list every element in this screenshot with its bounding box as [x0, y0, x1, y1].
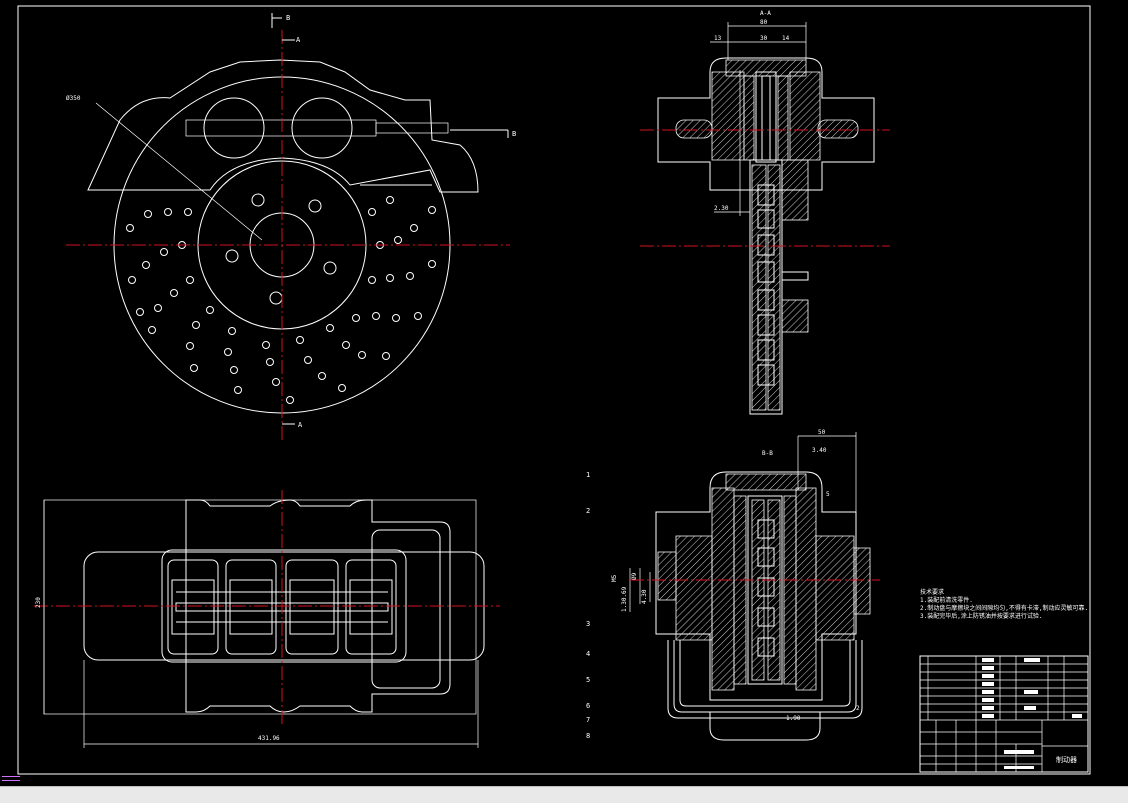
- dimension-2-30: 2.30: [714, 205, 729, 212]
- dimension-width: 431.96: [258, 735, 280, 742]
- notes-heading: 技术要求: [920, 588, 944, 596]
- balloon-6: 6: [586, 702, 590, 710]
- balloon-2: 2: [586, 507, 590, 515]
- balloon-8: 8: [586, 732, 590, 740]
- drawing-title: 制动器: [1056, 755, 1077, 764]
- drawing-frame: [17, 5, 1091, 775]
- balloon-1: 1: [586, 471, 590, 479]
- view-label-bb: B-B: [762, 450, 773, 457]
- section-label-a-top: A: [296, 36, 301, 44]
- drawing-svg: Ø350 B A A B: [17, 5, 1091, 775]
- top-view-caliper: 431.96 230: [34, 490, 500, 748]
- cad-drawing-canvas[interactable]: Ø350 B A A B: [0, 0, 1128, 786]
- notes-line-1: 1.装配前清洗零件.: [920, 596, 973, 604]
- diameter-note: Ø350: [66, 95, 81, 102]
- section-label-b-right: B: [512, 130, 516, 138]
- dimension-1-90: 1.90: [786, 715, 801, 722]
- notes-line-3: 3.装配完毕后,涂上防锈油并按要求进行试验.: [920, 612, 1042, 620]
- dimension-v3: 4.30: [641, 589, 648, 604]
- dimension-v1: M5: [611, 574, 618, 582]
- front-view-disc: Ø350 B A A B: [66, 13, 516, 440]
- part-balloons: 1 2 3 4 5 6 7 8: [586, 471, 590, 740]
- dimension-30: 30: [760, 35, 768, 42]
- dimension-height: 230: [35, 597, 42, 608]
- status-bar: [0, 786, 1128, 803]
- dimension-2: 2: [856, 705, 860, 712]
- dimension-80: 80: [760, 19, 768, 26]
- dimension-13: 13: [714, 35, 722, 42]
- dimension-3-40: 3.40: [812, 447, 827, 454]
- ucs-cursor-icon: [2, 776, 20, 781]
- section-view-bb: B-B 50 3.40 5 1.90 2: [611, 429, 880, 741]
- balloon-7: 7: [586, 716, 590, 724]
- section-view-aa: A-A 80 13 30 14 2.30: [640, 10, 890, 415]
- balloon-4: 4: [586, 650, 590, 658]
- notes-line-2: 2.制动盘与摩擦块之间间隙均匀,不得有卡滞,制动应灵敏可靠.: [920, 604, 1088, 612]
- dimension-5: 5: [826, 491, 830, 498]
- dimension-14: 14: [782, 35, 790, 42]
- section-label-a-bottom: A: [298, 421, 303, 429]
- balloon-5: 5: [586, 676, 590, 684]
- title-block: 制动器: [919, 655, 1089, 773]
- technical-notes: 技术要求 1.装配前清洗零件. 2.制动盘与摩擦块之间间隙均匀,不得有卡滞,制动…: [920, 588, 1088, 620]
- dimension-v4: 1.30.69: [621, 586, 628, 612]
- view-label-aa: A-A: [760, 10, 771, 17]
- dimension-v2: Ø9: [631, 572, 638, 580]
- section-label-b-top: B: [286, 14, 290, 22]
- dimension-50: 50: [818, 429, 826, 436]
- balloon-3: 3: [586, 620, 590, 628]
